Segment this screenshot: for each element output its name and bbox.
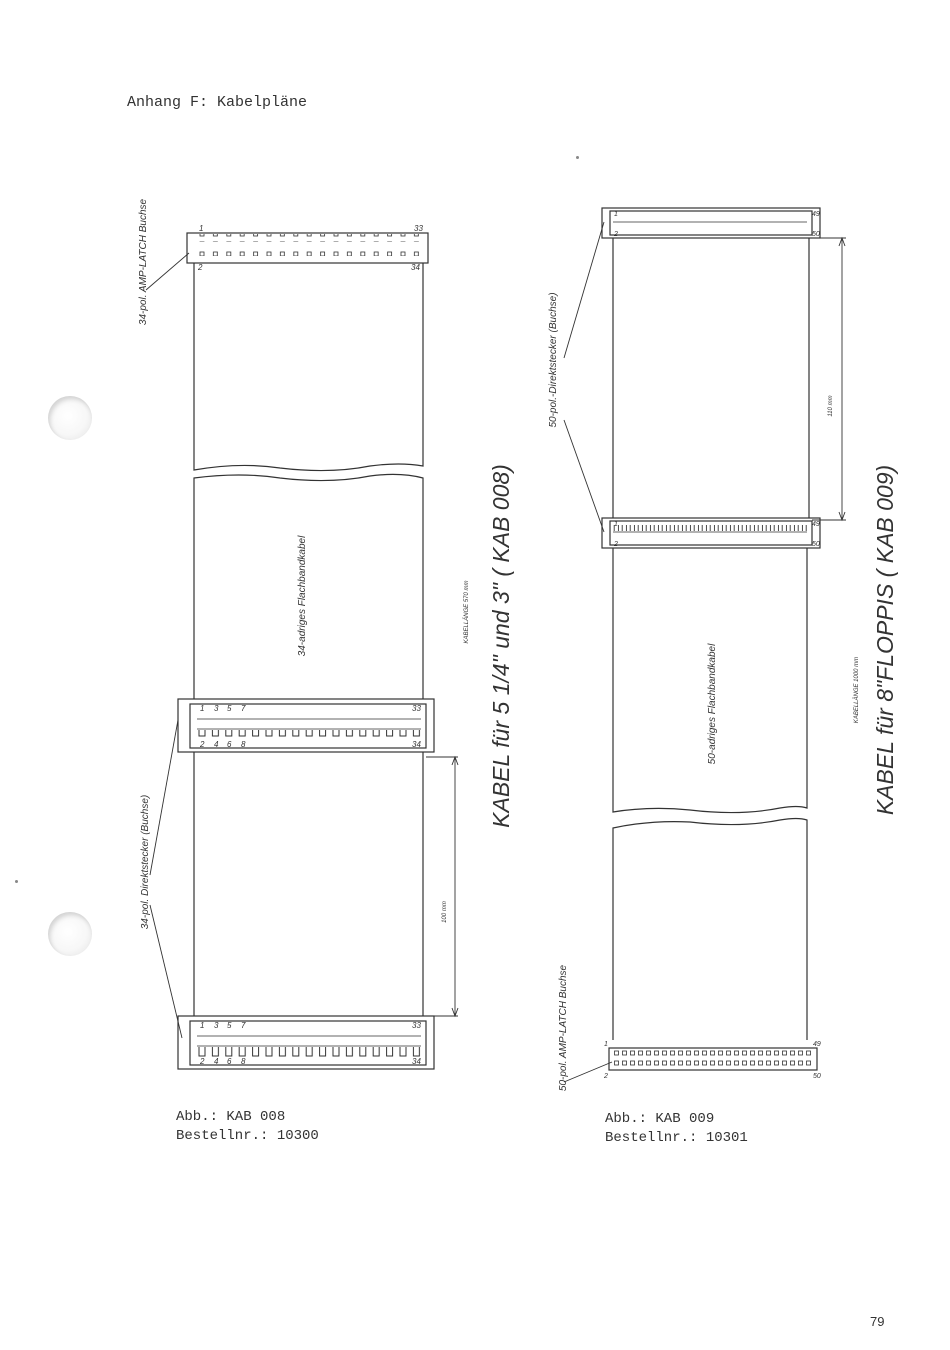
pin-label: 4 <box>214 740 219 749</box>
caption-kab-009: Abb.: KAB 009 Bestellnr.: 10301 <box>605 1110 748 1148</box>
pin-label: 49 <box>812 521 820 528</box>
pin-label: 2 <box>613 231 618 238</box>
pin-label: 7 <box>241 1021 246 1030</box>
ribbon-label-50: 50-adriges Flachbandkabel <box>707 643 718 764</box>
pin-label: 6 <box>227 740 232 749</box>
pin-label: 1 <box>200 704 204 713</box>
pin-label: 5 <box>227 1021 232 1030</box>
direct-connector-50-top <box>601 207 821 239</box>
pin-label: 4 <box>214 1057 219 1066</box>
pin-label: 3 <box>214 704 219 713</box>
caption-abb: Abb.: KAB 008 <box>176 1109 286 1125</box>
punch-hole-upper <box>48 396 92 440</box>
pin-label: 1 <box>199 224 203 233</box>
pin-label: 2 <box>199 740 205 749</box>
cable-008-drawing <box>145 232 459 1070</box>
caption-bestellnr: Bestellnr.: 10300 <box>176 1128 319 1144</box>
amp-latch-connector-34 <box>186 232 429 264</box>
pin-label: 33 <box>412 1021 421 1030</box>
pin-label: 1 <box>200 1021 204 1030</box>
pin-label: 50 <box>812 541 820 548</box>
pin-label: 5 <box>227 704 232 713</box>
page-number: 79 <box>870 1314 885 1329</box>
pin-label: 49 <box>813 1041 821 1048</box>
connector-label-amp-latch-34: 34-pol. AMP-LATCH Buchse <box>138 198 149 325</box>
cable-009-drawing <box>563 207 846 1083</box>
cable-length-note-009: KABELLÄNGE 1000 mm <box>853 657 860 723</box>
cable-title-008: KABEL für 5 1/4" und 3" ( KAB 008) <box>488 464 514 828</box>
pin-label: 34 <box>412 740 421 749</box>
cable-title-009: KABEL für 8"FLOPPIS ( KAB 009) <box>872 465 898 815</box>
caption-abb: Abb.: KAB 009 <box>605 1111 715 1127</box>
connector-label-amp-latch-50: 50-pol. AMP-LATCH Buchse <box>558 964 569 1091</box>
pin-label: 49 <box>812 211 820 218</box>
pin-label: 3 <box>214 1021 219 1030</box>
pin-label: 33 <box>412 704 421 713</box>
pin-label: 7 <box>241 704 246 713</box>
connector-label-direct-34: 34-pol. Direktstecker (Buchse) <box>140 795 151 930</box>
pin-label: 1 <box>614 211 618 218</box>
amp-latch-connector-50 <box>608 1047 818 1071</box>
pin-label: 2 <box>197 263 203 272</box>
cable-length-note-008: KABELLÄNGE 570 mm <box>463 580 470 643</box>
pin-label: 34 <box>412 1057 421 1066</box>
direct-connector-34-middle <box>177 698 435 753</box>
direct-connector-34-bottom <box>177 1015 435 1070</box>
dimension-label-110mm: 110 mm <box>828 395 834 416</box>
speck <box>576 156 579 159</box>
pin-label: 33 <box>414 224 423 233</box>
page-header: Anhang F: Kabelpläne <box>127 94 308 111</box>
pin-label: 50 <box>812 231 820 238</box>
pin-label: 8 <box>241 740 246 749</box>
pin-label: 1 <box>604 1041 608 1048</box>
dimension-label-100mm: 100 mm <box>442 901 448 923</box>
pin-label: 2 <box>603 1073 608 1080</box>
pin-label: 34 <box>411 263 420 272</box>
caption-kab-008: Abb.: KAB 008 Bestellnr.: 10300 <box>176 1108 319 1146</box>
pin-label: 8 <box>241 1057 246 1066</box>
pin-label: 6 <box>227 1057 232 1066</box>
ribbon-label-34: 34-adriges Flachbandkabel <box>297 535 308 656</box>
pin-label: 2 <box>199 1057 205 1066</box>
pin-label: 1 <box>614 521 618 528</box>
pin-label: 2 <box>613 541 618 548</box>
caption-bestellnr: Bestellnr.: 10301 <box>605 1130 748 1146</box>
pin-label: 50 <box>813 1073 821 1080</box>
connector-label-direct-50: 50-pol.-Direktstecker (Buchse) <box>548 292 559 427</box>
speck <box>15 880 18 883</box>
punch-hole-lower <box>48 912 92 956</box>
direct-connector-50-middle <box>601 517 821 549</box>
